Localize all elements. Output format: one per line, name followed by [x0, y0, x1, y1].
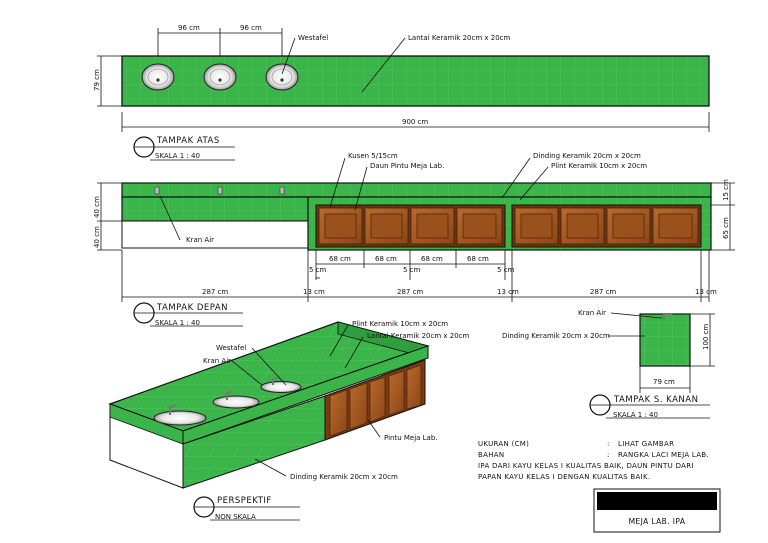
label-wall-tile-side: Dinding Keramik 20cm x 20cm	[502, 332, 610, 340]
title-block: MEJA LAB. IPA	[593, 488, 721, 533]
cabinet-group-2	[511, 204, 702, 248]
label-door-leaf: Daun Pintu Meja Lab.	[370, 162, 444, 170]
dim-side-width: 79 cm	[653, 378, 675, 386]
front-leaders	[159, 157, 549, 241]
dim-front-left-top: 40 cm	[93, 196, 101, 218]
dim-top-height: 79 cm	[93, 69, 101, 91]
dim-door-width-4: 68 cm	[467, 255, 489, 263]
tap-1	[154, 186, 160, 195]
info-material-label: BAHAN	[478, 451, 504, 459]
label-sink-perspective: Westafel	[216, 344, 246, 352]
dim-top-length: 900 cm	[402, 118, 428, 126]
cabinet-group-1	[315, 204, 506, 248]
title-block-name: MEJA LAB. IPA	[629, 517, 686, 526]
perspective-tap-2	[226, 390, 233, 400]
dim-bottom-5: 287 cm	[590, 288, 616, 296]
sink-2	[203, 63, 237, 91]
dim-front-right: 65 cm	[722, 217, 730, 239]
dim-front-right-small: 15 cm	[722, 179, 730, 201]
title-top-view: TAMPAK ATAS	[156, 136, 220, 146]
info-note-2: PAPAN KAYU KELAS I DENGAN KUALITAS BAIK.	[478, 473, 650, 481]
dim-bottom-3: 287 cm	[397, 288, 423, 296]
label-tap-front: Kran Air	[186, 236, 214, 244]
title-side-view: TAMPAK S. KANAN	[613, 395, 698, 405]
front-view: Kusen 5/15cm Daun Pintu Meja Lab. Dindin…	[93, 152, 735, 327]
info-size-value: LIHAT GAMBAR	[618, 440, 674, 448]
perspective-sink-1	[153, 410, 207, 426]
label-floor-tile: Lantai Keramik 20cm x 20cm	[408, 34, 511, 42]
info-material-value: RANGKA LACI MEJA LAB.	[618, 451, 709, 459]
perspective-tap-1	[169, 404, 177, 415]
info-material-sep: :	[607, 451, 610, 459]
title-front-view: TAMPAK DEPAN	[156, 303, 228, 313]
sink-3	[265, 63, 299, 91]
dim-door-width-1: 68 cm	[329, 255, 351, 263]
perspective-tap-3	[272, 376, 279, 385]
side-wall	[639, 313, 691, 367]
dim-bottom-6: 13 cm	[695, 288, 717, 296]
title-perspective: PERSPEKTIF	[217, 496, 272, 506]
perspective-view: Plint Keramik 10cm x 20cm Lantai Keramik…	[108, 320, 470, 521]
dim-bottom-4: 13 cm	[497, 288, 519, 296]
tap-3	[279, 186, 285, 195]
scale-top-view: SKALA 1 : 40	[155, 152, 200, 160]
label-plint-perspective: Plint Keramik 10cm x 20cm	[352, 320, 448, 328]
top-dimension-lines	[97, 28, 710, 132]
label-wall-tile-perspective: Dinding Keramik 20cm x 20cm	[290, 473, 398, 481]
info-size-label: UKURAN (CM)	[478, 440, 529, 448]
perspective-sink-2	[212, 395, 260, 409]
scale-perspective: NON SKALA	[215, 513, 256, 521]
label-tap-perspective: Kran Air	[203, 357, 231, 365]
dim-frame-1: 5 cm	[309, 266, 327, 274]
dim-bottom-2: 13 cm	[303, 288, 325, 296]
info-size-sep: :	[607, 440, 610, 448]
side-dimension-lines	[608, 312, 715, 393]
dim-side-height: 100 cm	[702, 324, 710, 350]
front-countertop	[121, 182, 712, 198]
front-left-wall	[121, 196, 318, 222]
perspective-sink-3	[260, 381, 302, 393]
info-block: UKURAN (CM) : LIHAT GAMBAR BAHAN : RANGK…	[478, 440, 709, 481]
dim-frame-2: 5 cm	[403, 266, 421, 274]
dim-front-left-bottom: 40 cm	[93, 226, 101, 248]
dim-frame-3: 5 cm	[497, 266, 515, 274]
label-wall-tile-front: Dinding Keramik 20cm x 20cm	[533, 152, 641, 160]
dim-sink-spacing-1: 96 cm	[178, 24, 200, 32]
info-note-1: IPA DARI KAYU KELAS I KUALITAS BAIK, DAU…	[478, 462, 694, 470]
side-tap	[663, 313, 672, 320]
tap-2	[217, 186, 223, 195]
dim-door-width-2: 68 cm	[375, 255, 397, 263]
label-sink: Westafel	[298, 34, 328, 42]
side-view: Kran Air Dinding Keramik 20cm x 20cm 100…	[502, 309, 715, 419]
top-view: 96 cm 96 cm Westafel Lantai Keramik 20cm…	[93, 24, 710, 161]
scale-side-view: SKALA 1 : 40	[613, 411, 658, 419]
label-door-perspective: Pintu Meja Lab.	[384, 434, 438, 442]
dim-bottom-1: 287 cm	[202, 288, 228, 296]
perspective-leaders	[231, 324, 381, 477]
dim-door-width-3: 68 cm	[421, 255, 443, 263]
label-plint-front: Plint Keramik 10cm x 20cm	[551, 162, 647, 170]
label-frame: Kusen 5/15cm	[348, 152, 398, 160]
label-tap-side: Kran Air	[578, 309, 606, 317]
front-dimension-lines	[97, 182, 735, 302]
dim-sink-spacing-2: 96 cm	[240, 24, 262, 32]
front-left-opening	[121, 220, 318, 249]
label-floor-perspective: Lantai Keramik 20cm x 20cm	[367, 332, 470, 340]
sink-1	[141, 63, 175, 91]
scale-front-view: SKALA 1 : 40	[155, 319, 200, 327]
